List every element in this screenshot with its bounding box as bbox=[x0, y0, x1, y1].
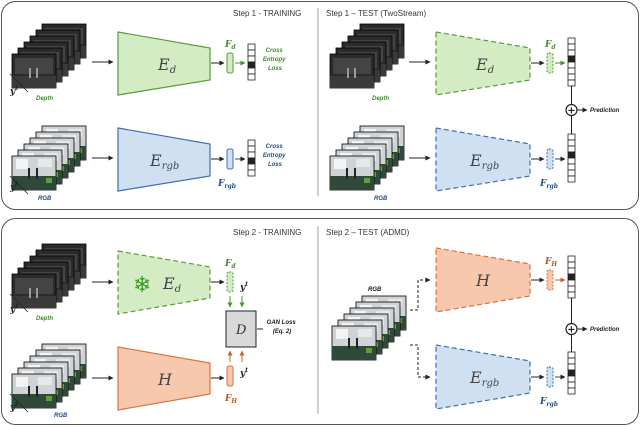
time-axis-tl-rgb: yt bbox=[9, 175, 29, 195]
feature-fh-bl bbox=[226, 365, 234, 387]
svg-text:yt: yt bbox=[9, 85, 18, 97]
cross-entropy-loss-rgb: Cross Entropy Loss bbox=[263, 144, 287, 168]
discriminator-d-label: D bbox=[235, 323, 247, 338]
cross-entropy-loss-depth: Cross Entropy Loss bbox=[263, 48, 287, 72]
label-depth-tr: Depth bbox=[372, 96, 389, 102]
label-depth-bl: Depth bbox=[36, 316, 53, 322]
discriminator-d bbox=[225, 310, 257, 348]
svg-text:yt: yt bbox=[9, 303, 18, 315]
encoder-ed-tl bbox=[117, 31, 211, 96]
time-axis-bl-rgb: yt bbox=[9, 393, 29, 413]
feature-fd-bl bbox=[226, 271, 234, 293]
feature-frgb-label-br: Frgb bbox=[539, 397, 558, 408]
encoder-ergb-label-br: Ergb bbox=[469, 368, 499, 389]
arrow-rgb-to-h-br bbox=[410, 277, 431, 311]
feature-frgb-label-tl: Frgb bbox=[217, 179, 236, 190]
feature-frgb-label-tr: Frgb bbox=[539, 179, 558, 190]
label-depth-tl: Depth bbox=[36, 96, 53, 102]
encoder-ed-tr bbox=[435, 31, 531, 96]
time-axis-bl-depth: yt bbox=[9, 293, 29, 315]
title-step2-training: Step 2 - TRAINING bbox=[233, 228, 301, 237]
y-label-top-bl: yt bbox=[239, 281, 248, 293]
sum-node-br bbox=[565, 322, 578, 336]
encoder-h-label-br: H bbox=[475, 271, 491, 290]
sum-symbol-tr: + bbox=[567, 106, 575, 117]
feature-frgb-tl bbox=[226, 148, 234, 170]
encoder-ed-label-tr: Ed bbox=[475, 55, 494, 76]
softmax-vector-rgb-tl bbox=[247, 139, 256, 177]
depth-frame-stack-tl bbox=[11, 23, 87, 89]
svg-text:yt: yt bbox=[9, 401, 18, 413]
svg-text:yt: yt bbox=[9, 181, 18, 193]
softmax-vector-depth-tr bbox=[567, 37, 576, 87]
encoder-ed-label-bl: Ed bbox=[162, 274, 181, 295]
title-step1-training: Step 1 - TRAINING bbox=[233, 9, 301, 18]
encoder-ergb-tl bbox=[117, 127, 211, 192]
sum-node-tr bbox=[565, 103, 578, 117]
label-rgb-tl: RGB bbox=[38, 196, 52, 202]
encoder-h-br bbox=[435, 247, 531, 313]
feature-fd-tl bbox=[226, 52, 234, 74]
fusion-lines-br bbox=[571, 298, 588, 352]
feature-fd-label-tr: Fd bbox=[544, 40, 556, 51]
sum-symbol-br: + bbox=[567, 325, 575, 336]
feature-fd-tr bbox=[546, 52, 554, 74]
feature-fd-label-tl: Fd bbox=[224, 40, 236, 51]
label-rgb-bl: RGB bbox=[54, 413, 68, 419]
encoder-ergb-label-tr: Ergb bbox=[469, 151, 499, 172]
encoder-ergb-label-tl: Ergb bbox=[149, 151, 179, 172]
encoder-h-bl bbox=[117, 346, 211, 411]
feature-fd-label-bl: Fd bbox=[224, 259, 236, 270]
encoder-ergb-br bbox=[435, 344, 531, 410]
gan-loss-label: GAN Loss (Eq. 2) bbox=[267, 320, 298, 335]
fusion-lines-tr bbox=[571, 86, 588, 134]
encoder-ergb-tr bbox=[435, 127, 531, 192]
depth-frame-stack-bl bbox=[11, 243, 87, 309]
y-label-bottom-bl: yt bbox=[239, 367, 248, 379]
label-rgb-br: RGB bbox=[368, 287, 382, 293]
softmax-vector-rgb-tr bbox=[567, 133, 576, 183]
rgb-frame-stack-tr bbox=[329, 125, 405, 191]
arrow-rgb-to-ergb-br bbox=[410, 344, 431, 380]
top-panel-border bbox=[1, 1, 639, 210]
rgb-frame-stack-bl bbox=[11, 343, 87, 409]
label-rgb-tr: RGB bbox=[374, 196, 388, 202]
rgb-frame-stack-br bbox=[331, 295, 407, 361]
feature-frgb-br bbox=[546, 366, 554, 388]
snowflake-icon: ❄ bbox=[133, 273, 151, 298]
time-axis-tl-depth: yt bbox=[9, 73, 29, 97]
rgb-frame-stack-tl bbox=[11, 125, 87, 191]
feature-frgb-tr bbox=[546, 148, 554, 170]
encoder-ed-frozen-bl bbox=[117, 250, 211, 315]
depth-frame-stack-tr bbox=[329, 23, 405, 89]
prediction-label-tr: Prediction bbox=[590, 108, 620, 114]
arrows-fh-to-d bbox=[227, 350, 245, 362]
softmax-vector-depth-tl bbox=[247, 43, 256, 81]
softmax-vector-h-br bbox=[567, 255, 576, 299]
encoder-ed-label-tl: Ed bbox=[157, 55, 176, 76]
prediction-label-br: Prediction bbox=[590, 327, 620, 333]
title-step2-test: Step 2 – TEST (ADMD) bbox=[326, 228, 410, 237]
encoder-h-label-bl: H bbox=[157, 370, 173, 389]
feature-fh-br bbox=[546, 269, 554, 291]
title-step1-test: Step 1 – TEST (TwoStream) bbox=[326, 9, 427, 18]
feature-fh-label-bl: FH bbox=[224, 394, 237, 405]
bottom-panel-border bbox=[1, 218, 639, 425]
softmax-vector-rgb-br bbox=[567, 351, 576, 395]
feature-fh-label-br: FH bbox=[544, 257, 557, 268]
arrows-fd-to-d bbox=[227, 296, 245, 308]
